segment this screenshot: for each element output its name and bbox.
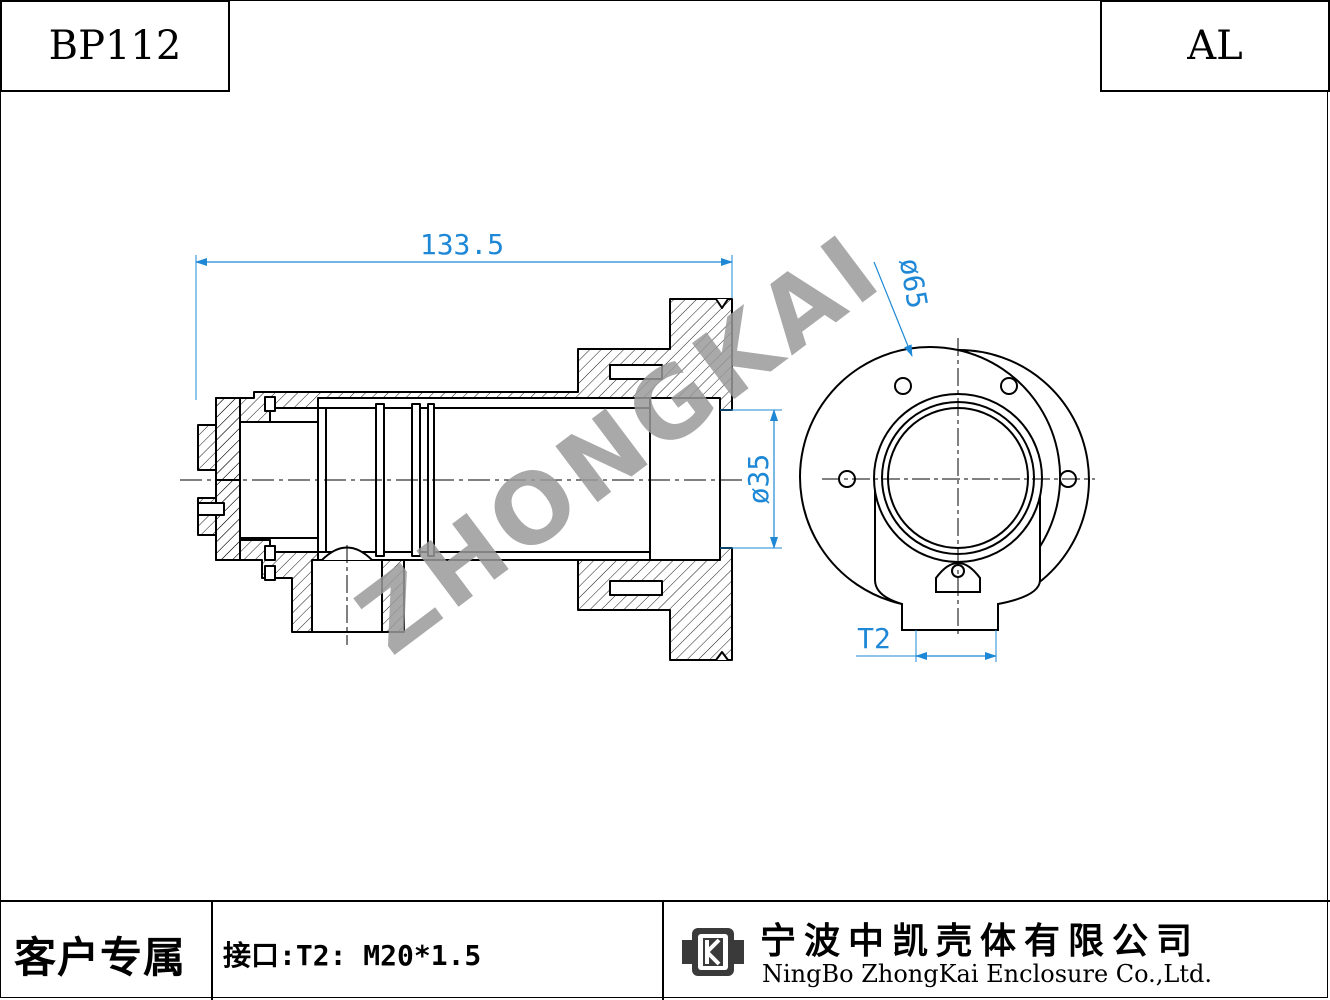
material-code: AL: [1187, 23, 1243, 69]
title-block: 客户专属 接口:T2: M20*1.5 宁波中凯壳体有限公司 NingBo Zh…: [0, 900, 1330, 1000]
part-code: BP112: [48, 23, 182, 69]
flange-notch-top: [715, 298, 729, 309]
company-cell: 宁波中凯壳体有限公司 NingBo ZhongKai Enclosure Co.…: [664, 902, 1330, 1000]
flange-leader: [873, 261, 913, 357]
zhongkai-logo-icon: [682, 928, 744, 976]
bolt-hole-top: [609, 364, 663, 380]
part-code-box: BP112: [0, 0, 230, 92]
front-counterbore: [649, 397, 721, 561]
bore-dim-text: ø35: [742, 454, 775, 505]
small-pin-top: [264, 396, 276, 412]
front-view: [799, 345, 1090, 631]
interface-spec: 接口:T2: M20*1.5: [223, 939, 482, 972]
bolt-hole-tl: [894, 377, 912, 395]
nose-pin-hole: [197, 502, 225, 516]
bolt-hole-tr: [1000, 377, 1018, 395]
small-pin-bottom: [264, 545, 276, 561]
technical-drawing: 133.5 ø35 ø65 T2 ZHONGKAI: [180, 211, 1095, 676]
small-pin-low: [264, 565, 276, 581]
company-name-en: NingBo ZhongKai Enclosure Co.,Ltd.: [762, 960, 1212, 988]
length-dim-text: 133.5: [420, 228, 504, 261]
customer-cell: 客户专属: [0, 902, 213, 1000]
interface-cell: 接口:T2: M20*1.5: [213, 902, 664, 1000]
bolt-hole-bottom: [609, 580, 663, 596]
customer-label: 客户专属: [14, 933, 187, 982]
company-name-cn: 宁波中凯壳体有限公司: [760, 921, 1201, 962]
material-box: AL: [1100, 0, 1330, 92]
flange-outline-left: [799, 345, 959, 605]
side-section-view: [197, 298, 733, 661]
nose-profile: [197, 397, 241, 561]
flange-notch-bottom: [715, 651, 729, 661]
t2-dim-text: T2: [857, 622, 891, 655]
